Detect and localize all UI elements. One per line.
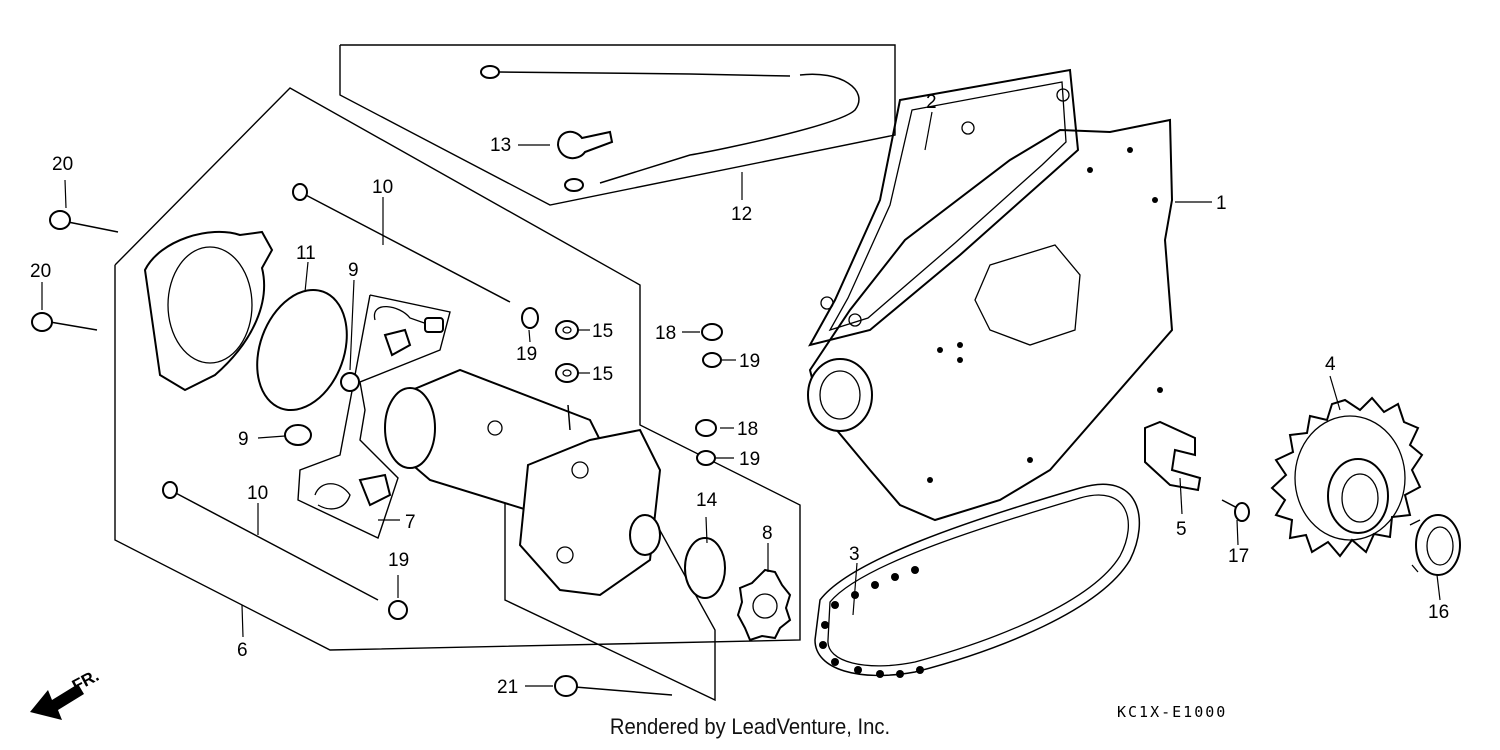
starter-end-cover — [143, 230, 274, 392]
callout-8: 8 — [762, 523, 773, 544]
callout-4: 4 — [1325, 354, 1336, 375]
part-19-washer-c — [696, 450, 716, 466]
callout-10a: 10 — [372, 177, 393, 198]
callout-19b: 19 — [739, 351, 760, 372]
callout-19d: 19 — [388, 550, 409, 571]
callout-5: 5 — [1176, 519, 1187, 540]
starter-motor-body — [384, 368, 662, 597]
callout-11: 11 — [296, 243, 316, 264]
front-direction-arrow: FR. — [30, 666, 102, 720]
callout-18a: 18 — [655, 323, 676, 344]
callout-9b: 9 — [238, 429, 249, 450]
callout-12: 12 — [731, 204, 752, 225]
part-19-washer-b — [702, 352, 722, 368]
group-frame-cable — [339, 44, 896, 206]
part-2-gasket — [808, 68, 1080, 347]
part-20-bolt-upper — [49, 210, 119, 233]
part-16-oil-seal — [1409, 514, 1461, 576]
part-15-nut-lower — [555, 363, 579, 383]
part-10-through-bolt-lower — [162, 481, 379, 601]
part-14-o-ring — [684, 537, 726, 599]
part-12-starter-cable — [480, 65, 860, 192]
callout-14: 14 — [696, 490, 718, 511]
callout-3: 3 — [849, 544, 860, 565]
callout-19a: 19 — [516, 344, 537, 365]
part-15-nut-upper — [555, 320, 579, 340]
part-18-nut-lower — [695, 419, 717, 437]
part-1-cover-plate — [807, 118, 1174, 522]
callout-19c: 19 — [739, 449, 760, 470]
leader-lines — [41, 111, 1441, 687]
callout-13: 13 — [490, 135, 511, 156]
part-17-bolt — [1221, 499, 1250, 522]
part-20-bolt-lower — [31, 312, 98, 332]
callout-7: 7 — [405, 512, 416, 533]
callout-15a: 15 — [592, 321, 613, 342]
callout-10b: 10 — [247, 483, 268, 504]
part-3-drive-chain — [814, 483, 1141, 678]
part-21-bolt — [554, 675, 673, 697]
callout-20a: 20 — [52, 154, 73, 175]
callout-20b: 20 — [30, 261, 51, 282]
callout-9a: 9 — [348, 260, 359, 281]
render-credit: Rendered by LeadVenture, Inc. — [609, 714, 891, 739]
callout-15b: 15 — [592, 364, 613, 385]
part-13-terminal-cap — [556, 130, 614, 160]
part-8-drive-sprocket — [736, 568, 792, 642]
callout-2: 2 — [926, 92, 937, 113]
group-frame-starter — [114, 87, 801, 651]
part-10-through-bolt-upper — [292, 183, 511, 303]
callout-17: 17 — [1228, 546, 1249, 567]
part-19-washer-a — [521, 307, 539, 329]
part-4-driven-sprocket — [1270, 396, 1424, 558]
part-9-brush-set — [284, 306, 444, 446]
part-7-brush-holder — [314, 473, 392, 510]
part-19-washer-d — [388, 600, 408, 620]
group-frame-brush — [297, 294, 451, 539]
callout-1: 1 — [1216, 193, 1227, 214]
callout-21: 21 — [497, 677, 518, 698]
part-18-nut-upper — [701, 323, 723, 341]
callout-16: 16 — [1428, 602, 1449, 623]
part-5-clip — [1144, 420, 1202, 492]
part-11-o-ring — [256, 288, 348, 412]
callout-6: 6 — [237, 640, 248, 661]
callout-labels: 1 2 3 4 5 6 7 8 9 9 10 10 11 12 13 14 15… — [30, 92, 1449, 698]
callout-18b: 18 — [737, 419, 758, 440]
drawing-code: KC1X-E1000 — [1117, 703, 1228, 721]
